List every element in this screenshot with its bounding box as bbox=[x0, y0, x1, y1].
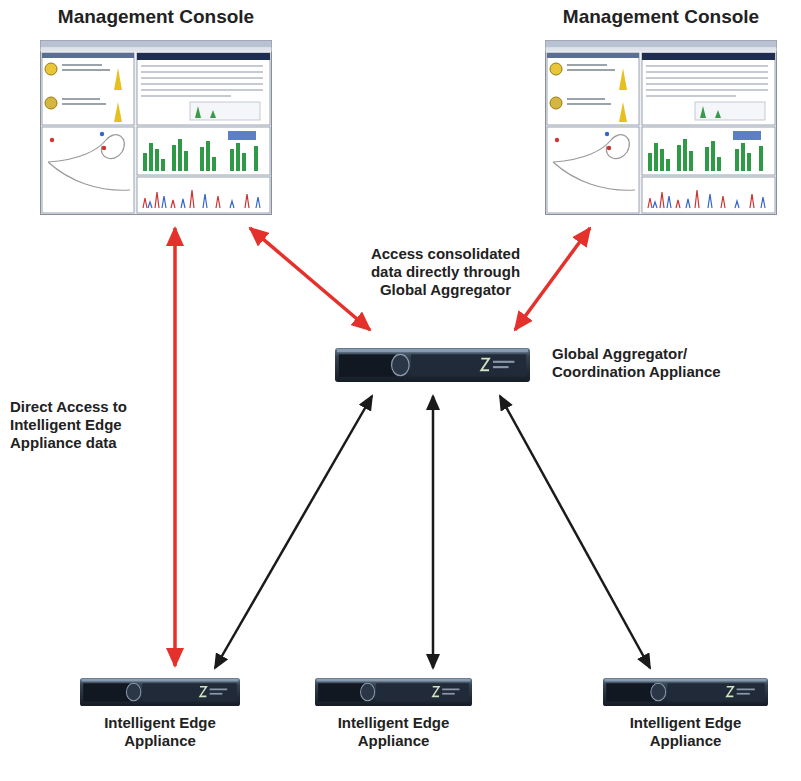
aggregator-node: Global Aggregator/ Coordination Applianc… bbox=[335, 338, 775, 388]
appliance-label: Intelligent Edge Appliance bbox=[315, 714, 472, 750]
connector-arrow bbox=[500, 396, 650, 668]
console-node: Management Console bbox=[545, 6, 777, 218]
connector-arrow bbox=[173, 228, 177, 666]
appliance-picture bbox=[80, 678, 240, 706]
annotation-text: Access consolidated data directly throug… bbox=[358, 245, 533, 299]
appliance-label: Intelligent Edge Appliance bbox=[80, 714, 240, 750]
connector-label: Direct Access to Intelligent Edge Applia… bbox=[10, 398, 160, 452]
edge-appliance-node: Intelligent Edge Appliance bbox=[603, 676, 768, 756]
appliance-picture bbox=[315, 678, 472, 706]
connector-arrow bbox=[250, 228, 370, 330]
label-box: Access consolidated data directly throug… bbox=[358, 245, 533, 299]
console-screenshot bbox=[41, 41, 272, 215]
connector-arrow bbox=[432, 396, 435, 668]
console-screenshot bbox=[546, 41, 777, 215]
appliance-label: Intelligent Edge Appliance bbox=[603, 714, 768, 750]
connector-arrow bbox=[215, 396, 372, 668]
label-box: Direct Access to Intelligent Edge Applia… bbox=[10, 398, 160, 452]
console-node: Management Console bbox=[40, 6, 272, 218]
console-heading: Management Console bbox=[545, 6, 777, 28]
appliance-picture bbox=[603, 678, 768, 706]
console-heading: Management Console bbox=[40, 6, 272, 28]
connector-arrow bbox=[515, 228, 590, 330]
edge-appliance-node: Intelligent Edge Appliance bbox=[315, 676, 472, 756]
edge-appliance-node: Intelligent Edge Appliance bbox=[80, 676, 240, 756]
appliance-picture bbox=[335, 348, 530, 382]
appliance-label: Global Aggregator/ Coordination Applianc… bbox=[552, 345, 767, 381]
